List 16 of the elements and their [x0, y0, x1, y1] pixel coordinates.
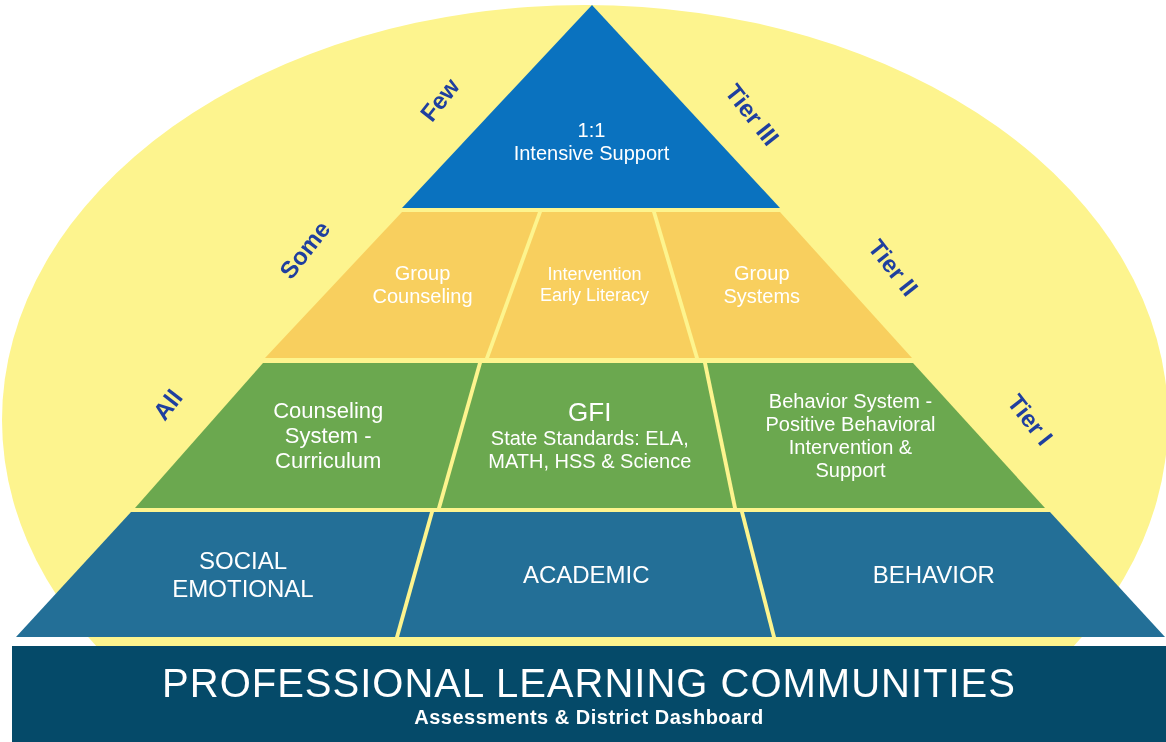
segment-label: Intervention Early Literacy [538, 264, 650, 306]
foundation-bar [12, 646, 1166, 742]
bar-subheading: Assessments & District Dashboard [414, 705, 764, 729]
segment-label: 1:1 [577, 118, 606, 142]
segment-label: SOCIAL EMOTIONAL [171, 546, 315, 603]
segment-label: Group Systems [722, 262, 802, 308]
segment-label: Intensive Support [513, 141, 670, 165]
segment-label: Group Counseling [371, 262, 474, 308]
side-label: All [147, 384, 189, 426]
segment-label: State Standards: ELA, MATH, HSS & Science [487, 427, 693, 474]
segment-label: ACADEMIC [522, 560, 650, 589]
bar-heading: PROFESSIONAL LEARNING COMMUNITIES [162, 659, 1016, 706]
segment-label: GFI [568, 397, 612, 428]
segment-label: Behavior System - Positive Behavioral Intervention & Support [764, 389, 937, 482]
segment-label: Counseling System - Curriculum [272, 397, 385, 474]
segment-label: BEHAVIOR [872, 560, 995, 589]
